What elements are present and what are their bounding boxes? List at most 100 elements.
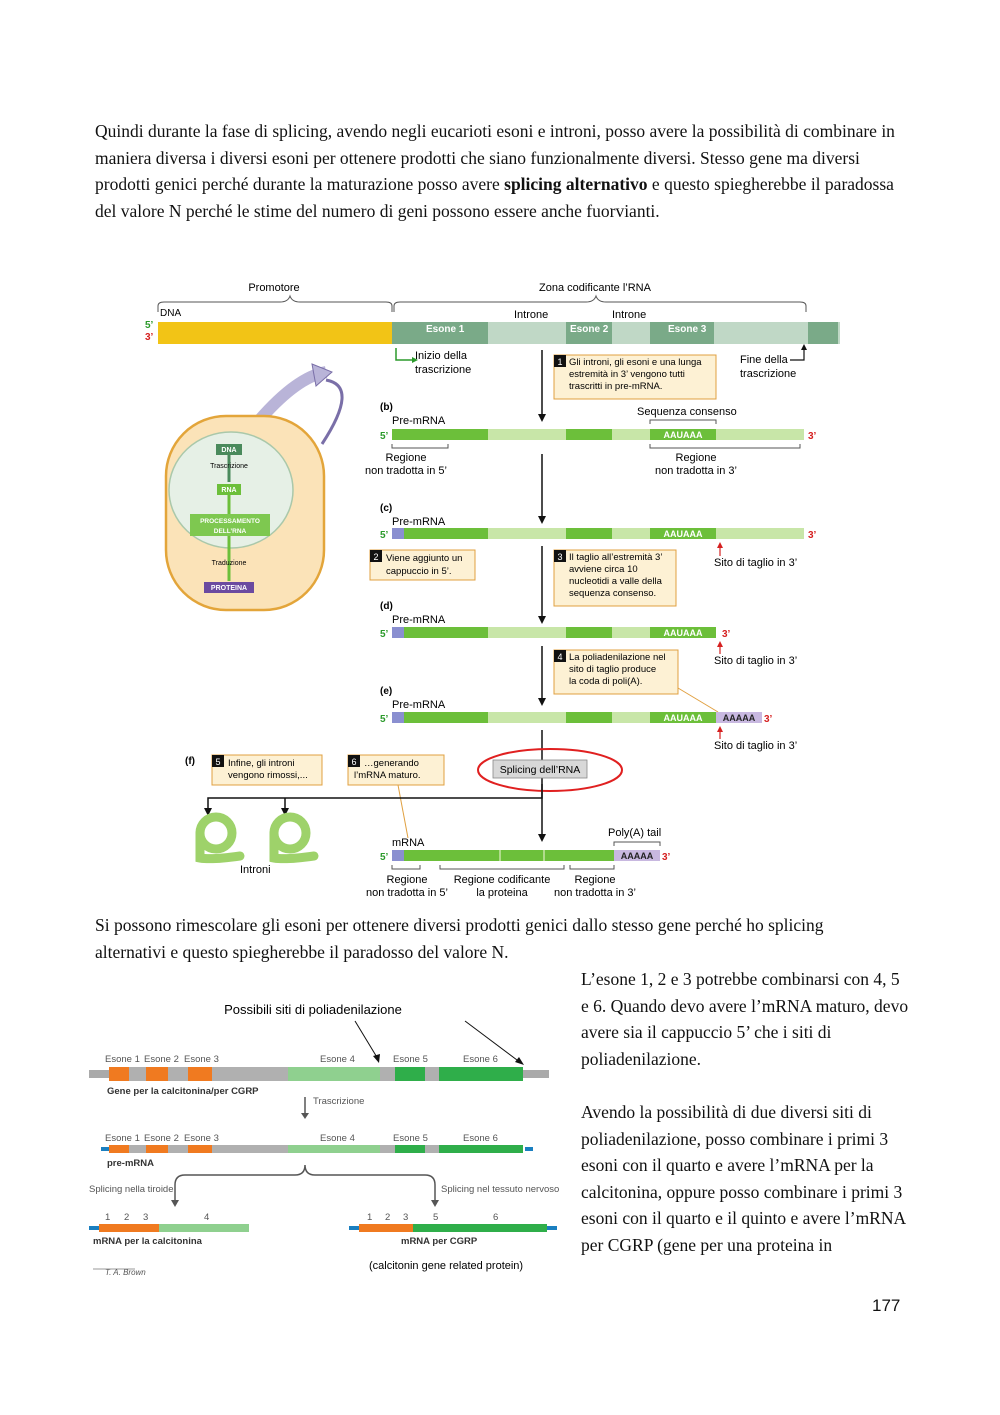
calcitonin-splicing-figure: Possibili siti di poliadenilazione Esone…: [89, 1002, 559, 1277]
step6-line-1: …generando: [364, 758, 419, 769]
g-esone6: Esone 6: [463, 1054, 498, 1065]
cgrp-note: (calcitonin gene related protein): [369, 1260, 523, 1272]
step4-line-1: La poliadenilazione nel: [569, 652, 666, 663]
step5-number: 5: [215, 757, 220, 767]
p-esone3: Esone 3: [184, 1133, 219, 1144]
step1-line-3: trascritti in pre-mRNA.: [569, 381, 662, 392]
regcod-2: la proteina: [476, 887, 528, 899]
cell-rna-label: RNA: [221, 487, 236, 494]
aauaaa-e: AAUAAA: [664, 713, 703, 723]
credit-label: T. A. Brown: [105, 1268, 146, 1277]
aauaaa-d: AAUAAA: [664, 628, 703, 638]
step1-number: 1: [557, 357, 562, 367]
cell-proc-label-2: DELL’RNA: [214, 528, 247, 535]
g-esone5: Esone 5: [393, 1054, 428, 1065]
e-3-label: 3’: [764, 714, 773, 725]
b-3-label: 3’: [808, 431, 817, 442]
gene-label: Gene per la calcitonina/per CGRP: [107, 1086, 259, 1097]
step4-line-2: sito di taglio produce: [569, 664, 656, 675]
d-3-label: 3’: [722, 629, 731, 640]
reg3-b-1: Regione: [676, 452, 717, 464]
zona-codificante-label: Zona codificante l’RNA: [539, 282, 652, 294]
mrna-processing-figure: Promotore Zona codificante l’RNA DNA Int…: [145, 282, 840, 899]
label-b: (b): [380, 402, 393, 413]
introni-label: Introni: [240, 864, 271, 876]
reg5-f-1: Regione: [387, 874, 428, 886]
c-3-label: 3’: [808, 530, 817, 541]
fig2-title: Possibili siti di poliadenilazione: [224, 1002, 402, 1017]
promotore-label: Promotore: [248, 282, 299, 294]
splicing-box-label: Splicing dell’RNA: [500, 764, 581, 776]
step3-line-4: sequenza consenso.: [569, 588, 656, 599]
p-esone4: Esone 4: [320, 1133, 355, 1144]
p-esone6: Esone 6: [463, 1133, 498, 1144]
mrna-calc-label: mRNA per la calcitonina: [93, 1236, 203, 1247]
step3-line-1: Il taglio all’estremità 3’: [569, 552, 662, 563]
label-e: (e): [380, 686, 392, 697]
reg3-f-2: non tradotta in 3’: [554, 887, 636, 899]
g-n3: 3: [403, 1212, 408, 1223]
step3-number: 3: [557, 552, 562, 562]
esone3-label: Esone 3: [668, 324, 707, 335]
step3-line-2: avviene circa 10: [569, 564, 638, 575]
cell-traduzione-label: Traduzione: [212, 560, 247, 567]
splicing-nervoso: Splicing nel tessuto nervoso: [441, 1184, 559, 1195]
fine-label-1: Fine della: [740, 354, 789, 366]
cell-proc-label-1: PROCESSAMENTO: [200, 518, 260, 525]
c-n2: 2: [124, 1212, 129, 1223]
label-f: (f): [185, 756, 195, 767]
c-n3: 3: [143, 1212, 148, 1223]
step1-line-1: Gli introni, gli esoni e una lunga: [569, 357, 702, 368]
step4-number: 4: [557, 652, 562, 662]
fine-label-2: trascrizione: [740, 368, 796, 380]
g-n2: 2: [385, 1212, 390, 1223]
esone2-label: Esone 2: [570, 324, 609, 335]
label-c: (c): [380, 503, 392, 514]
aaaaa-mrna: AAAAA: [621, 851, 654, 861]
step2-line-1: Viene aggiunto un: [386, 553, 462, 564]
sito-c: Sito di taglio in 3’: [714, 557, 797, 569]
p-esone5: Esone 5: [393, 1133, 428, 1144]
c-n4: 4: [204, 1212, 209, 1223]
paragraph-polyadenylation: Avendo la possibilità di due diversi sit…: [581, 1102, 906, 1255]
mrna-label: mRNA: [392, 837, 425, 849]
step2-line-2: cappuccio in 5’.: [386, 566, 451, 577]
paragraph-combination: L’esone 1, 2 e 3 potrebbe combinarsi con…: [581, 969, 909, 1069]
g-n1: 1: [367, 1212, 372, 1223]
step6-number: 6: [351, 757, 356, 767]
cell-trascrizione-label: Trascrizione: [210, 463, 248, 470]
premrna-label: pre-mRNA: [107, 1158, 154, 1169]
step3-line-3: nucleotidi a valle della: [569, 576, 663, 587]
step1-line-2: estremità in 3’ vengono tutti: [569, 369, 685, 380]
aaaaa-e: AAAAA: [723, 713, 756, 723]
d-5-label: 5’: [380, 629, 389, 640]
aauaaa-b: AAUAAA: [664, 430, 703, 440]
reg3-b-2: non tradotta in 3’: [655, 465, 737, 477]
paragraph-intro: Quindi durante la fase di splicing, aven…: [95, 121, 895, 221]
inizio-label-2: trascrizione: [415, 364, 471, 376]
reg5-b-1: Regione: [386, 452, 427, 464]
c-n1: 1: [105, 1212, 110, 1223]
sito-e: Sito di taglio in 3’: [714, 740, 797, 752]
step5-line-1: Infine, gli introni: [228, 758, 295, 769]
polya-label: Poly(A) tail: [608, 827, 661, 839]
cell-dna-label: DNA: [221, 447, 236, 454]
b-5-label: 5’: [380, 431, 389, 442]
reg3-f-1: Regione: [575, 874, 616, 886]
premrna-e: Pre-mRNA: [392, 699, 446, 711]
cell-proteina-label: PROTEINA: [211, 585, 247, 592]
page-number: 177: [872, 1296, 901, 1315]
sito-d: Sito di taglio in 3’: [714, 655, 797, 667]
splicing-tiroide: Splicing nella tiroide: [89, 1184, 174, 1195]
g-esone3: Esone 3: [184, 1054, 219, 1065]
g-esone1: Esone 1: [105, 1054, 140, 1065]
g-n5: 5: [433, 1212, 438, 1223]
mrna-3-label: 3’: [662, 852, 671, 863]
premrna-b: Pre-mRNA: [392, 415, 446, 427]
dna-3-label: 3’: [145, 332, 154, 343]
g-esone4: Esone 4: [320, 1054, 355, 1065]
c-5-label: 5’: [380, 530, 389, 541]
dna-label: DNA: [160, 308, 181, 319]
inizio-label-1: Inizio della: [415, 350, 468, 362]
esone1-label: Esone 1: [426, 324, 465, 335]
